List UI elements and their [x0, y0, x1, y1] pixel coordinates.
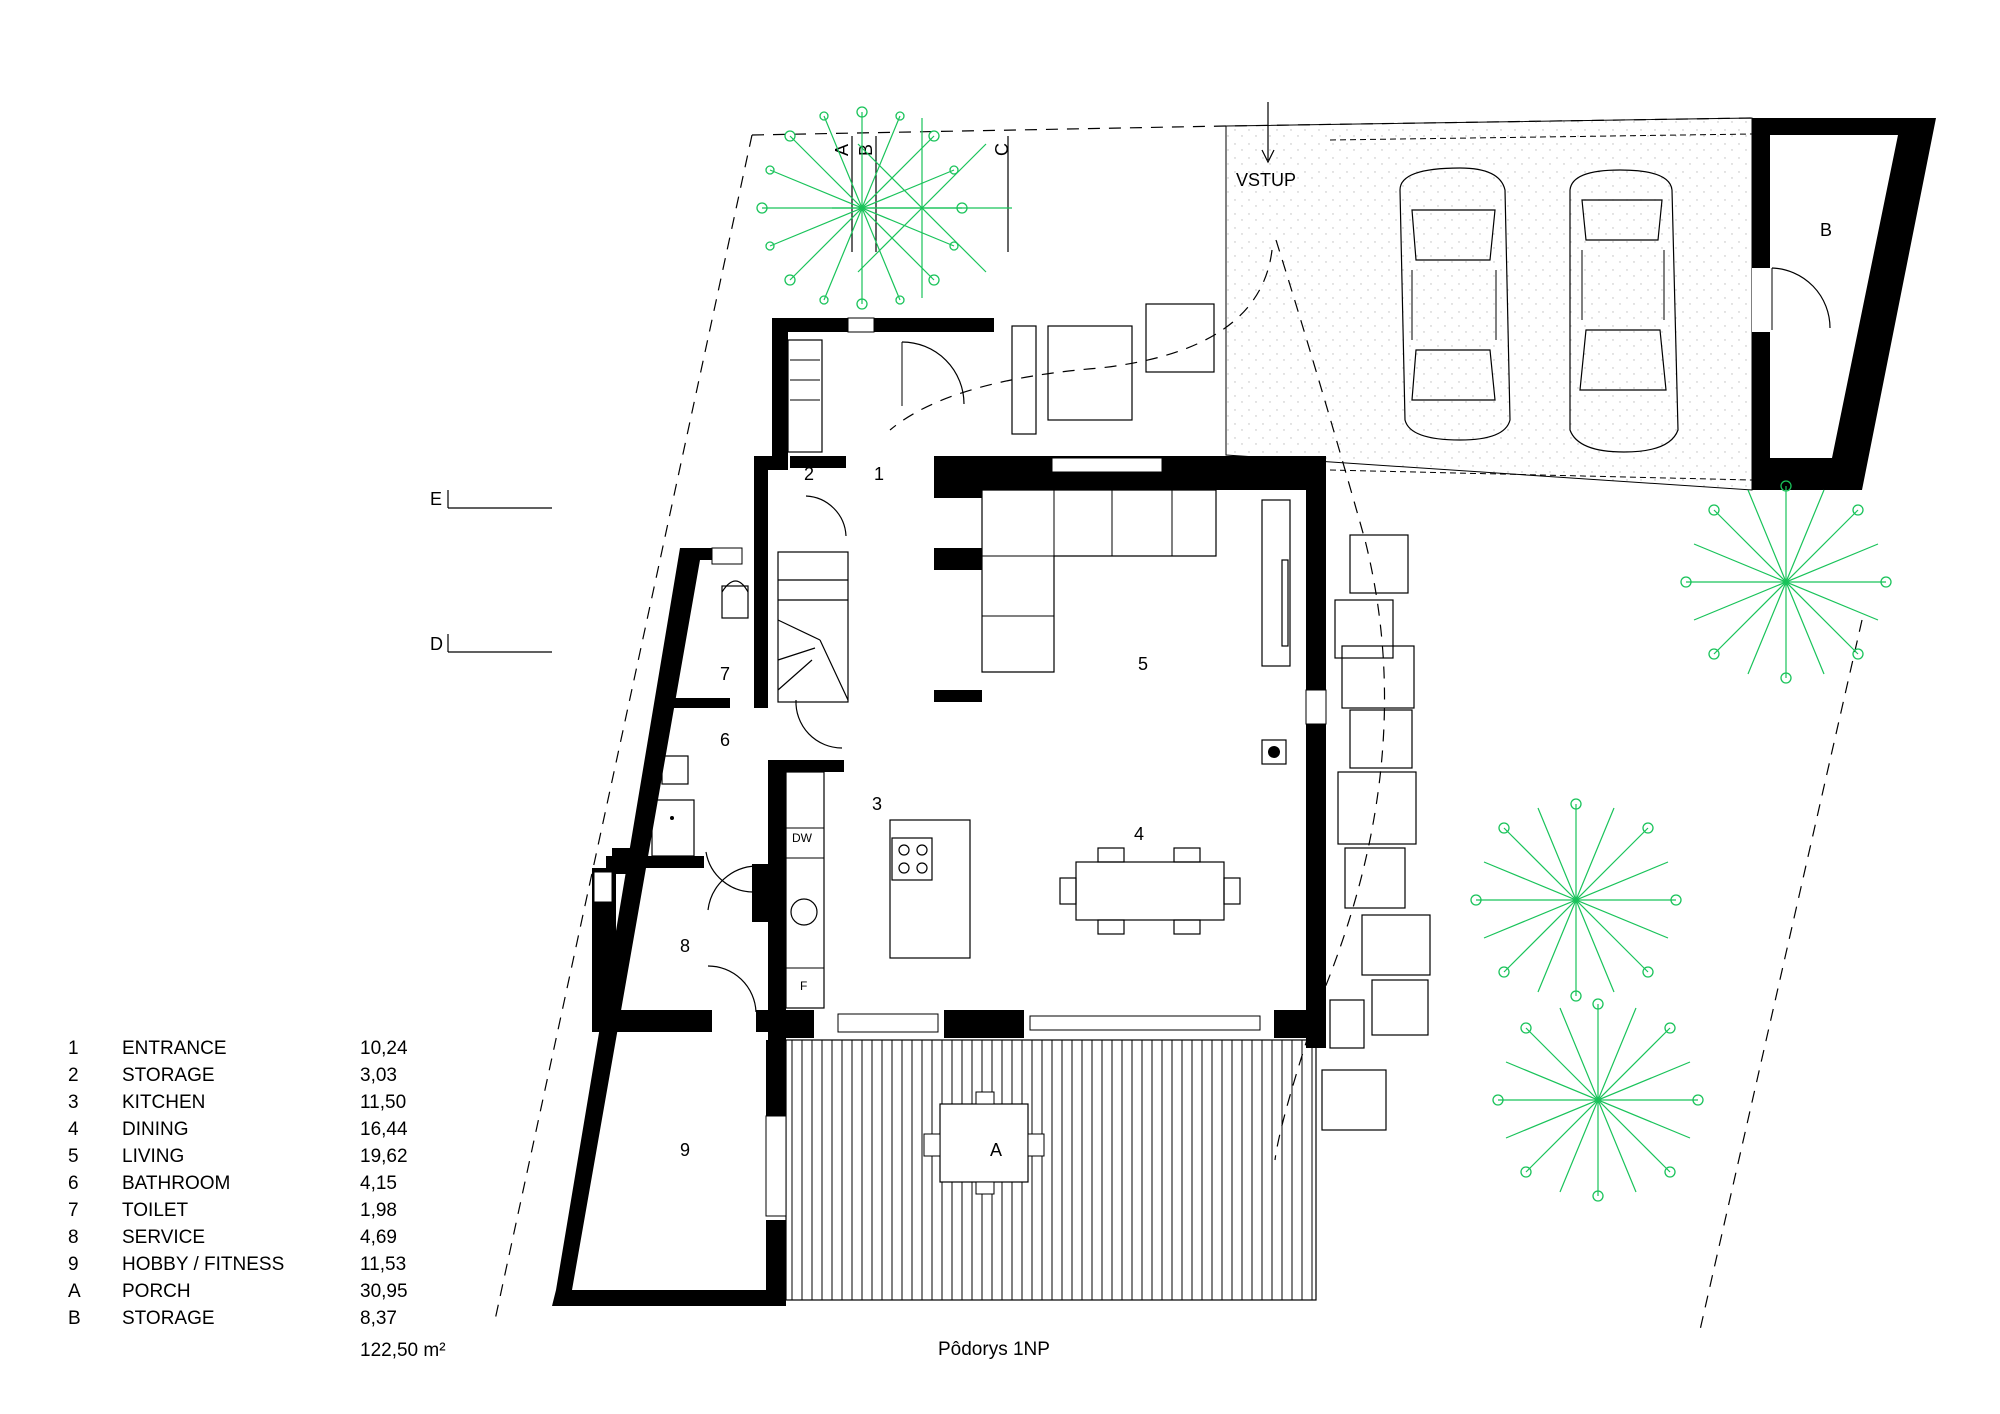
room-numbers: 1 2 3 4 5 6 7 8 9 A B DW F VSTUP — [680, 170, 1832, 1160]
dishwasher-label: DW — [792, 831, 813, 845]
legend-cell: 11,53 — [360, 1254, 406, 1275]
car-right — [1569, 169, 1679, 453]
windows — [593, 317, 1327, 1217]
furniture — [651, 339, 1291, 1009]
legend-cell: 4,15 — [360, 1173, 397, 1194]
house-walls — [552, 318, 1326, 1306]
legend-row: 7 TOILET 1,98 — [68, 1200, 397, 1221]
circulation-path — [889, 102, 1386, 1161]
parking-area — [1225, 117, 1753, 491]
legend-row: 5 LIVING 19,62 — [68, 1146, 408, 1167]
legend-cell: SERVICE — [122, 1227, 205, 1248]
legend-cell: 1 — [68, 1038, 79, 1059]
legend-cell: 16,44 — [360, 1119, 408, 1140]
legend-cell: 11,50 — [360, 1092, 406, 1113]
room-number-2: 2 — [804, 464, 814, 484]
legend-cell: 19,62 — [360, 1146, 408, 1167]
legend-cell: 30,95 — [360, 1281, 408, 1302]
section-mark-c: C — [992, 143, 1012, 156]
legend-cell: 4,69 — [360, 1227, 397, 1248]
car-left — [1399, 167, 1511, 441]
room-number-5: 5 — [1138, 654, 1148, 674]
legend-cell: HOBBY / FITNESS — [122, 1254, 284, 1275]
legend-cell: 2 — [68, 1065, 79, 1086]
legend-cell: 8 — [68, 1227, 79, 1248]
tree-icon — [1470, 798, 1682, 1002]
legend-cell: PORCH — [122, 1281, 191, 1302]
room-number-b: B — [1820, 220, 1832, 240]
tree-icon — [832, 118, 1012, 298]
section-mark-e: E — [430, 489, 442, 509]
legend-row: 2 STORAGE 3,03 — [68, 1065, 397, 1086]
legend-cell: 3 — [68, 1092, 79, 1113]
legend-cell: STORAGE — [122, 1308, 215, 1329]
legend-cell: 4 — [68, 1119, 79, 1140]
legend-cell: 1,98 — [360, 1200, 397, 1221]
room-number-7: 7 — [720, 664, 730, 684]
legend-cell: ENTRANCE — [122, 1038, 227, 1059]
legend-total: 122,50 m² — [360, 1340, 446, 1361]
legend-cell: LIVING — [122, 1146, 184, 1167]
tree-icon — [1680, 480, 1892, 684]
porch-deck — [785, 1039, 1317, 1301]
room-number-4: 4 — [1134, 824, 1144, 844]
legend-row: B STORAGE 8,37 — [68, 1308, 397, 1329]
section-mark-a: A — [832, 144, 852, 156]
room-number-6: 6 — [720, 730, 730, 750]
room-number-8: 8 — [680, 936, 690, 956]
storage-shed — [1752, 118, 1936, 490]
legend-cell: BATHROOM — [122, 1173, 230, 1194]
room-number-3: 3 — [872, 794, 882, 814]
trees — [756, 106, 1892, 1202]
legend-cell: 8,37 — [360, 1308, 397, 1329]
legend-cell: STORAGE — [122, 1065, 215, 1086]
entry-label: VSTUP — [1236, 170, 1296, 190]
legend-row: 8 SERVICE 4,69 — [68, 1227, 397, 1248]
stepping-stones — [1011, 303, 1431, 1131]
plan-title: Pôdorys 1NP — [938, 1339, 1050, 1360]
legend-cell: A — [68, 1281, 81, 1302]
section-mark-d: D — [430, 634, 443, 654]
legend-cell: 5 — [68, 1146, 79, 1167]
legend-row: 9 HOBBY / FITNESS 11,53 — [68, 1254, 406, 1275]
doors — [705, 341, 965, 1013]
fridge-label: F — [800, 979, 807, 993]
legend-row: A PORCH 30,95 — [68, 1281, 408, 1302]
legend-cell: TOILET — [122, 1200, 189, 1221]
legend-cell: 6 — [68, 1173, 79, 1194]
legend-row: 1 ENTRANCE 10,24 — [68, 1038, 408, 1059]
legend-cell: KITCHEN — [122, 1092, 205, 1113]
legend-cell: 9 — [68, 1254, 79, 1275]
room-number-9: 9 — [680, 1140, 690, 1160]
legend-row: 4 DINING 16,44 — [68, 1119, 408, 1140]
legend-cell: 3,03 — [360, 1065, 397, 1086]
room-number-1: 1 — [874, 464, 884, 484]
legend-cell: DINING — [122, 1119, 189, 1140]
legend-row: 6 BATHROOM 4,15 — [68, 1173, 397, 1194]
room-number-a: A — [990, 1140, 1002, 1160]
legend-row: 3 KITCHEN 11,50 — [68, 1092, 406, 1113]
legend-cell: B — [68, 1308, 81, 1329]
tree-icon — [1492, 998, 1704, 1202]
room-legend: 1 ENTRANCE 10,24 2 STORAGE 3,03 3 KITCHE… — [68, 1038, 446, 1361]
legend-cell: 10,24 — [360, 1038, 408, 1059]
section-marks: E D A B C — [430, 136, 1012, 654]
legend-cell: 7 — [68, 1200, 79, 1221]
